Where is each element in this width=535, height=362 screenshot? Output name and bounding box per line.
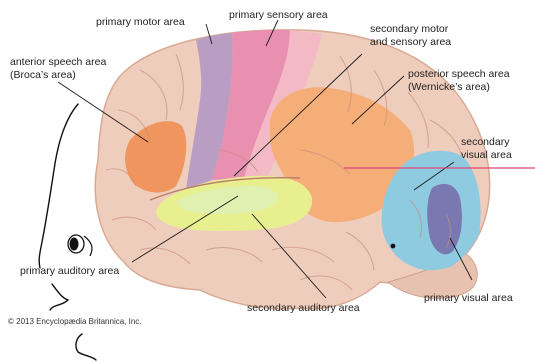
label-secondary-motor-sensory-area: secondary motor and sensory area [370,23,451,49]
label-primary-visual-area: primary visual area [424,292,513,305]
label-broca-area: anterior speech area (Broca’s area) [10,56,106,82]
annotation-dot [391,244,396,249]
label-primary-auditory-area: primary auditory area [20,265,119,278]
label-wernicke-area: posterior speech area (Wernicke’s area) [408,68,510,94]
eye-sketch [68,235,92,256]
label-primary-sensory-area: primary sensory area [229,9,328,22]
copyright-credit: © 2013 Encyclopædia Britannica, Inc. [8,315,142,328]
label-secondary-visual-area: secondary visual area [461,136,512,162]
label-secondary-auditory-area: secondary auditory area [247,302,360,315]
label-primary-motor-area: primary motor area [96,16,185,29]
primary-visual-region [427,184,462,254]
